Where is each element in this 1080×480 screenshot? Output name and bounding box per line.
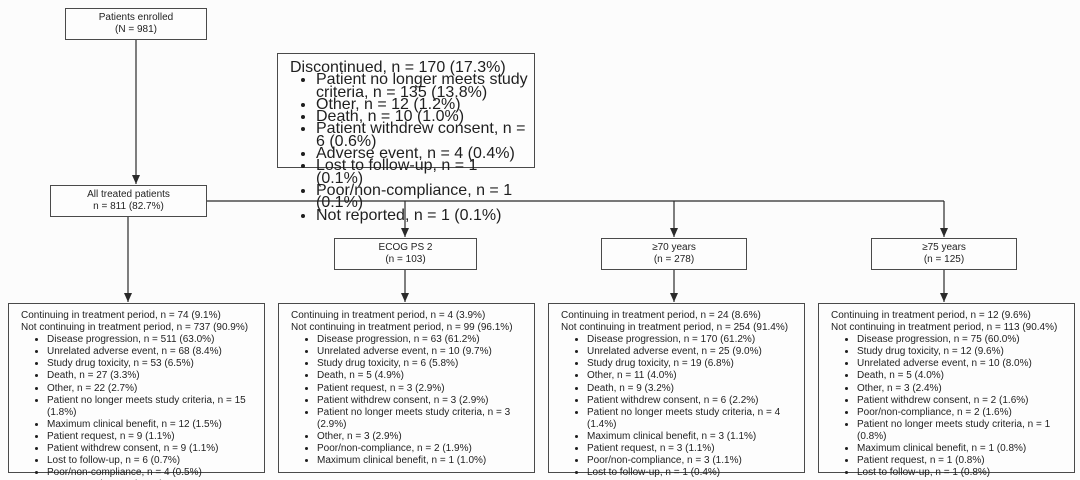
bullet-item: Lost to follow-up, n = 6 (0.7%) [47, 455, 258, 467]
bullet-item: Unrelated adverse event, n = 10 (9.7%) [317, 346, 528, 358]
bullet-item: Patient no longer meets study criteria, … [47, 395, 258, 419]
outcome-box-all-treated: Continuing in treatment period, n = 74 (… [8, 303, 265, 480]
all-treated-box: All treated patients n = 811 (82.7%) [50, 185, 207, 217]
all-treated-count: n = 811 (82.7%) [93, 201, 164, 212]
not-continuing-line: Not continuing in treatment period, n = … [831, 322, 1058, 334]
bullet-item: Death, n = 5 (4.0%) [857, 370, 1068, 382]
bullet-item: Death, n = 27 (3.3%) [47, 370, 258, 382]
bullet-item: Death, n = 9 (3.2%) [587, 383, 798, 395]
all-treated-label: All treated patients [87, 189, 170, 200]
bullet-item: Maximum clinical benefit, n = 3 (1.1%) [587, 431, 798, 443]
bullet-item: Patient request, n = 1 (0.8%) [857, 455, 1068, 467]
bullet-item: Patient no longer meets study criteria, … [316, 72, 528, 100]
outcome-reason-list: Disease progression, n = 170 (61.2%)Unre… [561, 334, 798, 479]
bullet-item: Unrelated adverse event, n = 25 (9.0%) [587, 346, 798, 358]
continuing-line: Continuing in treatment period, n = 24 (… [561, 310, 761, 321]
outcome-box-ge75-years: Continuing in treatment period, n = 12 (… [818, 303, 1075, 478]
bullet-item: Disease progression, n = 75 (60.0%) [857, 334, 1068, 346]
bullet-item: Lost to follow-up, n = 1 (0.1%) [316, 158, 528, 186]
branch-box-ge70-years: ≥70 years (n = 278) [601, 238, 747, 270]
branch-label: ≥75 years [922, 242, 966, 253]
bullet-item: Patient withdrew consent, n = 6 (0.6%) [316, 121, 528, 149]
bullet-item: Patient withdrew consent, n = 3 (2.9%) [317, 395, 528, 407]
bullet-item: Disease progression, n = 170 (61.2%) [587, 334, 798, 346]
bullet-item: Poor/non-compliance, n = 2 (1.6%) [857, 407, 1068, 419]
branch-label: ECOG PS 2 [378, 242, 433, 253]
bullet-item: Poor/non-compliance, n = 4 (0.5%) [47, 467, 258, 479]
discontinued-title: Discontinued, n = 170 (17.3%) [290, 59, 506, 76]
branch-count: (n = 103) [385, 254, 426, 265]
bullet-item: Disease progression, n = 511 (63.0%) [47, 334, 258, 346]
bullet-item: Other, n = 12 (1.2%) [316, 96, 528, 112]
bullet-item: Maximum clinical benefit, n = 12 (1.5%) [47, 419, 258, 431]
bullet-item: Not reported, n = 1 (0.1%) [316, 207, 528, 223]
discontinued-box: Discontinued, n = 170 (17.3%) Patient no… [277, 53, 535, 223]
bullet-item: Lost to follow-up, n = 1 (0.8%) [857, 467, 1068, 479]
bullet-item: Death, n = 5 (4.9%) [317, 370, 528, 382]
branch-label: ≥70 years [652, 242, 696, 253]
bullet-item: Patient no longer meets study criteria, … [587, 407, 798, 431]
bullet-item: Patient request, n = 3 (2.9%) [317, 383, 528, 395]
bullet-item: Study drug toxicity, n = 6 (5.8%) [317, 358, 528, 370]
bullet-item: Maximum clinical benefit, n = 1 (1.0%) [317, 455, 528, 467]
bullet-item: Patient request, n = 3 (1.1%) [587, 443, 798, 455]
not-continuing-line: Not continuing in treatment period, n = … [21, 322, 249, 334]
branch-box-ecog-ps2: ECOG PS 2 (n = 103) [334, 238, 477, 270]
bullet-item: Other, n = 22 (2.7%) [47, 383, 258, 395]
bullet-item: Patient withdrew consent, n = 9 (1.1%) [47, 443, 258, 455]
continuing-line: Continuing in treatment period, n = 74 (… [21, 310, 221, 321]
bullet-item: Study drug toxicity, n = 53 (6.5%) [47, 358, 258, 370]
not-continuing-line: Not continuing in treatment period, n = … [291, 322, 513, 334]
bullet-item: Study drug toxicity, n = 12 (9.6%) [857, 346, 1068, 358]
outcome-reason-list: Disease progression, n = 511 (63.0%)Unre… [21, 334, 258, 480]
bullet-item: Maximum clinical benefit, n = 1 (0.8%) [857, 443, 1068, 455]
bullet-item: Poor/non-compliance, n = 3 (1.1%) [587, 455, 798, 467]
branch-count: (n = 125) [923, 254, 965, 265]
bullet-item: Other, n = 3 (2.4%) [857, 383, 1068, 395]
discontinued-reason-list: Patient no longer meets study criteria, … [290, 72, 528, 223]
outcome-reason-list: Disease progression, n = 63 (61.2%)Unrel… [291, 334, 528, 467]
outcome-box-ge70-years: Continuing in treatment period, n = 24 (… [548, 303, 805, 478]
branch-count: (n = 278) [653, 254, 695, 265]
patients-enrolled-box: Patients enrolled (N = 981) [65, 8, 207, 40]
bullet-item: Patient withdrew consent, n = 6 (2.2%) [587, 395, 798, 407]
not-continuing-line: Not continuing in treatment period, n = … [561, 322, 789, 334]
bullet-item: Patient withdrew consent, n = 2 (1.6%) [857, 395, 1068, 407]
bullet-item: Unrelated adverse event, n = 68 (8.4%) [47, 346, 258, 358]
bullet-item: Patient request, n = 9 (1.1%) [47, 431, 258, 443]
outcome-reason-list: Disease progression, n = 75 (60.0%)Study… [831, 334, 1068, 479]
bullet-item: Patient no longer meets study criteria, … [857, 419, 1068, 443]
continuing-line: Continuing in treatment period, n = 12 (… [831, 310, 1031, 321]
bullet-item: Other, n = 3 (2.9%) [317, 431, 528, 443]
bullet-item: Unrelated adverse event, n = 10 (8.0%) [857, 358, 1068, 370]
bullet-item: Poor/non-compliance, n = 1 (0.1%) [316, 183, 528, 211]
bullet-item: Poor/non-compliance, n = 2 (1.9%) [317, 443, 528, 455]
outcome-box-ecog-ps2: Continuing in treatment period, n = 4 (3… [278, 303, 535, 473]
branch-box-ge75-years: ≥75 years (n = 125) [871, 238, 1017, 270]
bullet-item: Death, n = 10 (1.0%) [316, 108, 528, 124]
patients-enrolled-label: Patients enrolled [98, 12, 174, 23]
bullet-item: Other, n = 11 (4.0%) [587, 370, 798, 382]
bullet-item: Study drug toxicity, n = 19 (6.8%) [587, 358, 798, 370]
bullet-item: Adverse event, n = 4 (0.4%) [316, 145, 528, 161]
bullet-item: Lost to follow-up, n = 1 (0.4%) [587, 467, 798, 479]
bullet-item: Patient no longer meets study criteria, … [317, 407, 528, 431]
continuing-line: Continuing in treatment period, n = 4 (3… [291, 310, 486, 321]
patients-enrolled-count: (N = 981) [115, 24, 157, 35]
bullet-item: Disease progression, n = 63 (61.2%) [317, 334, 528, 346]
